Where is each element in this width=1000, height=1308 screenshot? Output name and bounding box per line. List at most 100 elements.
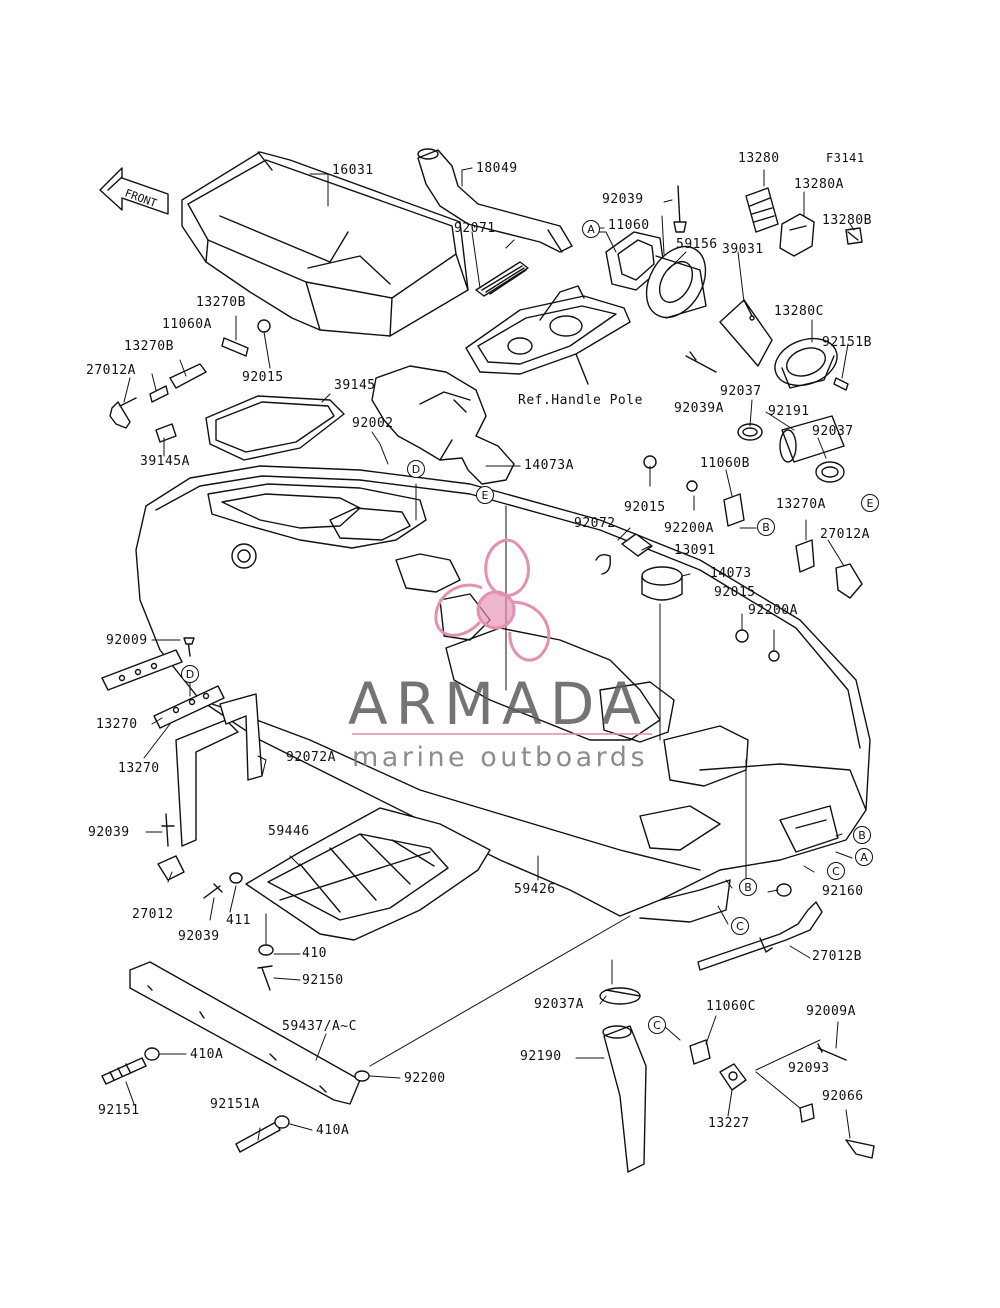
leader-lines [123,167,855,1141]
part-label-13280b[interactable]: 13280B [822,213,872,228]
callout-b-right[interactable]: B [853,826,871,844]
part-label-14073[interactable]: 14073 [710,566,752,581]
part-label-11060c[interactable]: 11060C [706,999,756,1014]
part-label-13270b-top[interactable]: 13270B [196,295,246,310]
part-label-16031[interactable]: 16031 [332,163,374,178]
part-label-92039-left[interactable]: 92039 [88,825,130,840]
callout-a-upper[interactable]: A [582,220,600,238]
part-label-92200a-lower[interactable]: 92200A [748,603,798,618]
part-label-59156[interactable]: 59156 [676,237,718,252]
part-label-92072[interactable]: 92072 [574,516,616,531]
part-label-92015-lower[interactable]: 92015 [714,585,756,600]
part-label-13280c[interactable]: 13280C [774,304,824,319]
part-label-92039-bottom[interactable]: 92039 [178,929,220,944]
part-label-27012b[interactable]: 27012B [812,949,862,964]
part-label-92072a[interactable]: 92072A [286,750,336,765]
part-label-59426[interactable]: 59426 [514,882,556,897]
part-label-39145a[interactable]: 39145A [140,454,190,469]
part-label-92150[interactable]: 92150 [302,973,344,988]
clamp-92037-a [737,423,763,441]
clip-13280a [779,213,815,257]
part-label-39031[interactable]: 39031 [722,242,764,257]
duct-14073a [371,365,515,485]
part-label-13280[interactable]: 13280 [738,151,780,166]
part-label-410[interactable]: 410 [302,946,327,961]
bolt-92009a [817,1043,847,1061]
callout-a-lower[interactable]: A [855,848,873,866]
bolt-92039-bottom [203,883,223,899]
callout-c-mid[interactable]: C [731,917,749,935]
strip-92071 [475,261,529,297]
callout-c-right[interactable]: C [827,862,845,880]
plug-92066 [845,1139,875,1159]
part-label-92093[interactable]: 92093 [788,1061,830,1076]
part-label-92039-top[interactable]: 92039 [602,192,644,207]
part-label-13270-upper[interactable]: 13270 [96,717,138,732]
part-label-410a-lower[interactable]: 410A [316,1123,350,1138]
part-13091 [621,533,653,557]
handle-27012b [697,901,823,971]
callout-d-lower[interactable]: D [181,665,199,683]
callout-b-lower[interactable]: B [739,878,757,896]
washer-92200 [354,1070,370,1082]
callout-e-lower[interactable]: E [861,494,879,512]
callout-b-upper[interactable]: B [757,518,775,536]
part-label-13270b[interactable]: 13270B [124,339,174,354]
part-label-13270a[interactable]: 13270A [776,497,826,512]
part-label-92071[interactable]: 92071 [454,221,496,236]
part-label-411[interactable]: 411 [226,913,251,928]
part-label-92015-top[interactable]: 92015 [242,370,284,385]
part-label-13280a[interactable]: 13280A [794,177,844,192]
part-label-11060b[interactable]: 11060B [700,456,750,471]
part-label-59446[interactable]: 59446 [268,824,310,839]
callout-d-upper[interactable]: D [407,460,425,478]
part-label-27012a-right[interactable]: 27012A [820,527,870,542]
part-label-59437[interactable]: 59437/A~C [282,1019,357,1034]
part-label-92160[interactable]: 92160 [822,884,864,899]
part-label-92151a[interactable]: 92151A [210,1097,260,1112]
part-label-27012a-left[interactable]: 27012A [86,363,136,378]
part-label-92066[interactable]: 92066 [822,1089,864,1104]
part-label-27012[interactable]: 27012 [132,907,174,922]
part-label-11060a[interactable]: 11060A [162,317,212,332]
part-label-18049[interactable]: 18049 [476,161,518,176]
part-label-92200a-upper[interactable]: 92200A [664,521,714,536]
bracket-13270 [101,649,225,729]
part-label-92002[interactable]: 92002 [352,416,394,431]
part-label-39145[interactable]: 39145 [334,378,376,393]
part-label-92039a[interactable]: 92039A [674,401,724,416]
bolt-92150 [257,965,273,991]
part-label-92037-b[interactable]: 92037 [812,424,854,439]
callout-e-upper[interactable]: E [476,486,494,504]
part-label-13227[interactable]: 13227 [708,1116,750,1131]
hose-18049 [417,148,573,253]
part-label-92151b[interactable]: 92151B [822,335,872,350]
clip-27012a-left [109,397,137,429]
part-label-92190[interactable]: 92190 [520,1049,562,1064]
part-label-92200[interactable]: 92200 [404,1071,446,1086]
nut-92015-mid [643,455,749,643]
part-label-92009a[interactable]: 92009A [806,1004,856,1019]
part-label-92009[interactable]: 92009 [106,633,148,648]
part-label-92037a[interactable]: 92037A [534,997,584,1012]
part-label-92015-mid[interactable]: 92015 [624,500,666,515]
strap-92072a [175,693,263,847]
part-label-13270-lower[interactable]: 13270 [118,761,160,776]
callout-c-lower[interactable]: C [648,1016,666,1034]
watermark-brand: ARMADA [348,670,650,738]
hose-92190 [602,1025,647,1173]
tube-92191 [779,415,845,463]
part-label-11060[interactable]: 11060 [608,218,650,233]
washer-92093 [799,1103,815,1123]
part-label-14073a[interactable]: 14073A [524,458,574,473]
part-label-92037-a[interactable]: 92037 [720,384,762,399]
part-label-410a-upper[interactable]: 410A [190,1047,224,1062]
washer-92160 [776,883,792,897]
plate-11060b-13270a [723,493,815,573]
keel-strip-59437 [129,961,361,1105]
part-label-92151[interactable]: 92151 [98,1103,140,1118]
part-label-13091[interactable]: 13091 [674,543,716,558]
part-label-92191[interactable]: 92191 [768,404,810,419]
